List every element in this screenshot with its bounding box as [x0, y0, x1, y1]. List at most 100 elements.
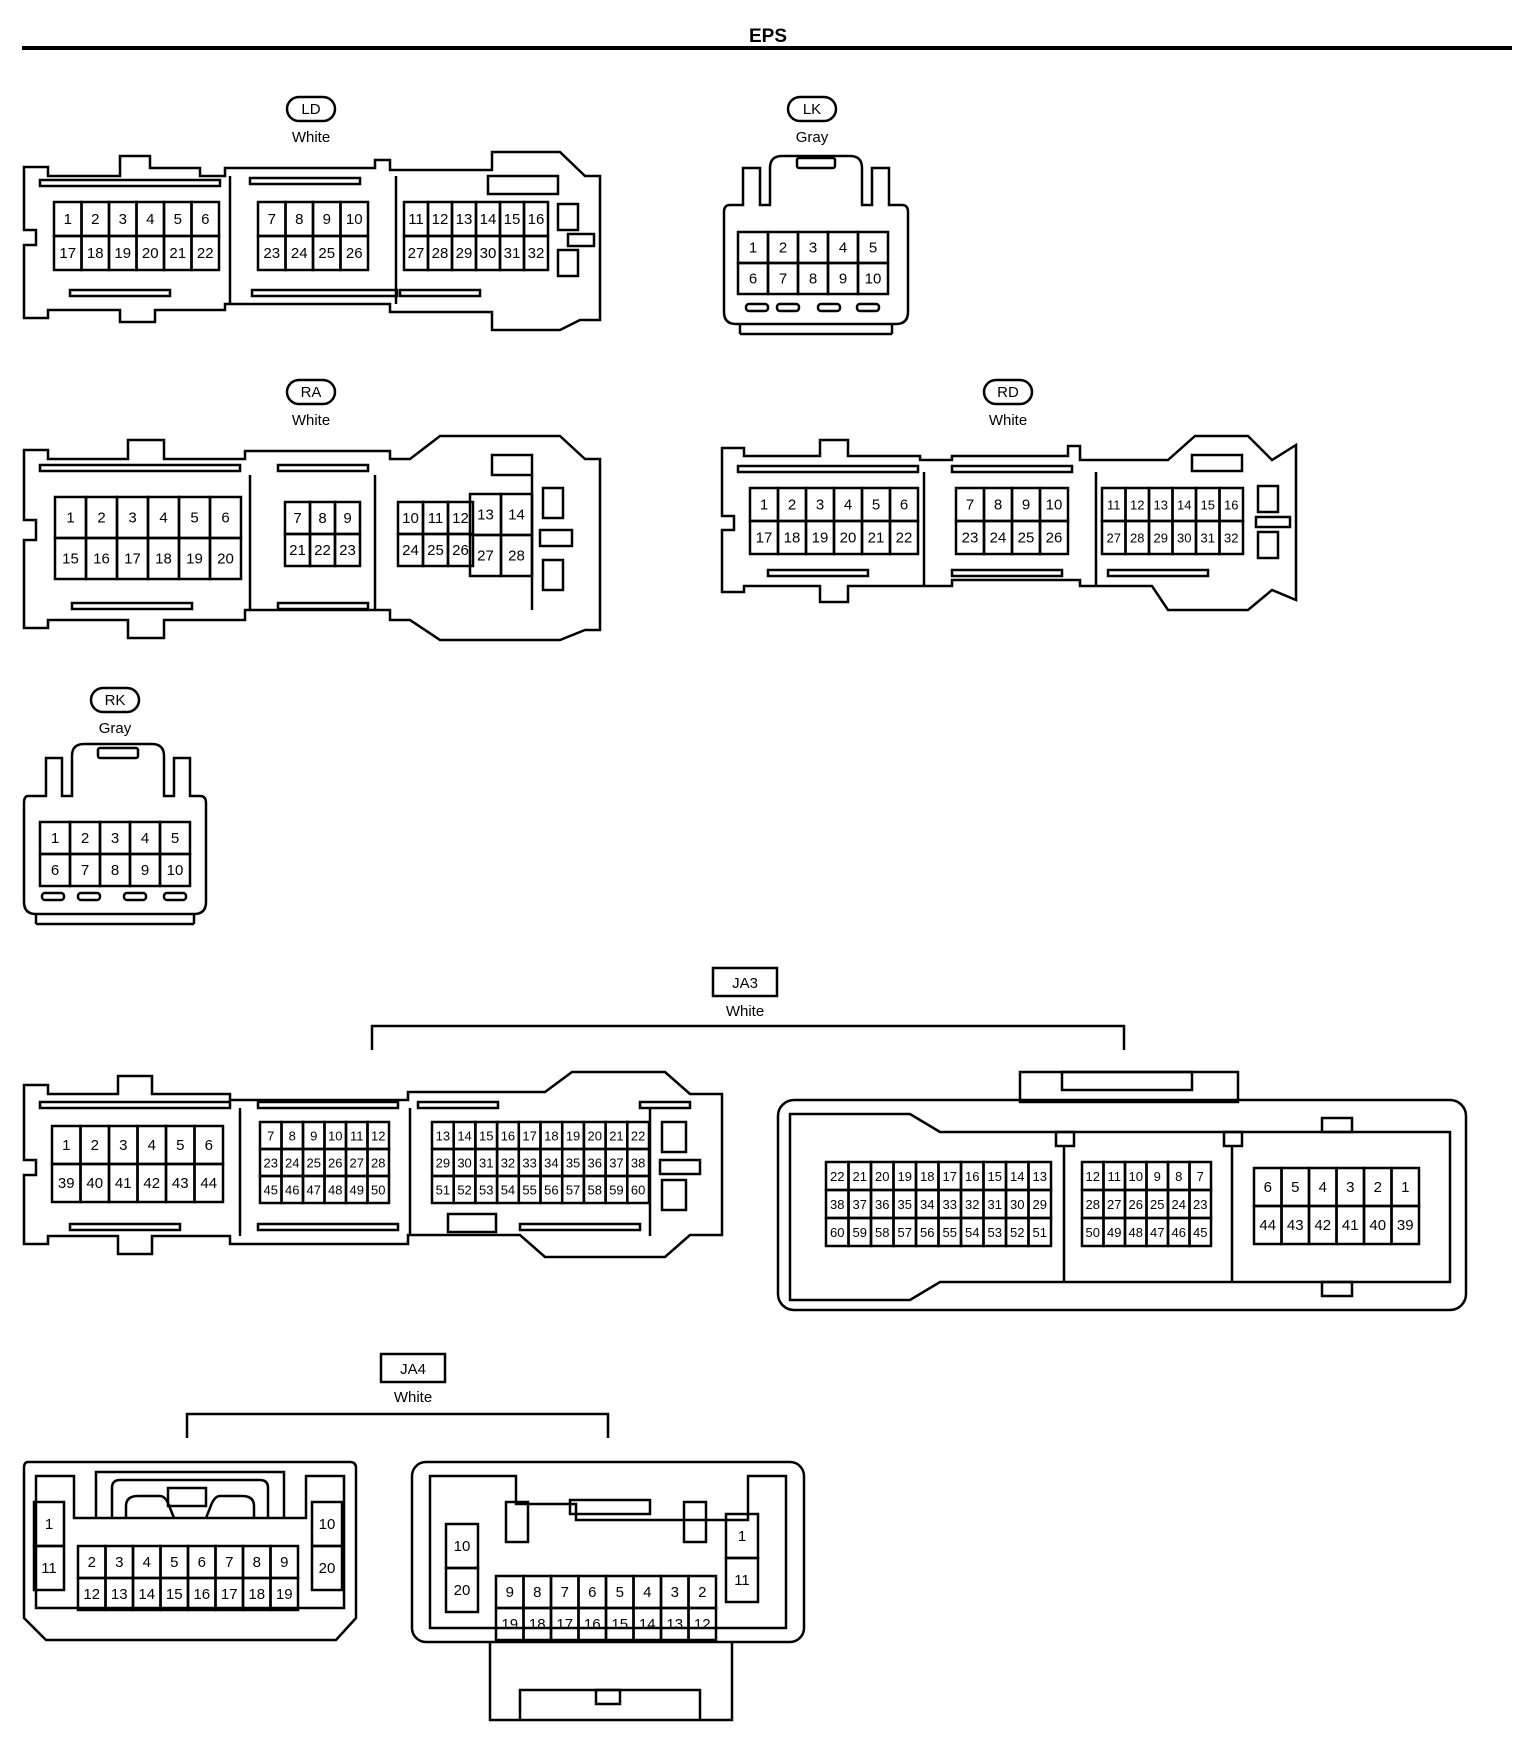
pin-number: 6 — [221, 510, 229, 527]
pin-number: 50 — [371, 1183, 385, 1198]
pin-number: 57 — [898, 1225, 912, 1240]
pin-number: 22 — [896, 530, 913, 547]
pin-number: 48 — [1129, 1225, 1143, 1240]
pin-number: 56 — [920, 1225, 934, 1240]
pin-number: 8 — [994, 497, 1002, 514]
pin-number: 21 — [868, 530, 885, 547]
pin-number: 52 — [457, 1183, 471, 1198]
pin-number: 11 — [734, 1572, 750, 1589]
pin-number: 4 — [146, 211, 154, 228]
pin-number: 20 — [588, 1129, 602, 1144]
pin-number: 6 — [198, 1554, 206, 1571]
pin-number: 39 — [58, 1175, 75, 1192]
pin-number: 31 — [479, 1156, 493, 1171]
pin-number: 7 — [267, 1129, 274, 1144]
pin-number: 36 — [875, 1197, 889, 1212]
pin-number: 3 — [128, 510, 136, 527]
pin-number: 25 — [1150, 1197, 1164, 1212]
connector-housing — [722, 154, 910, 326]
pin-number: 15 — [62, 551, 79, 568]
pin-number: 3 — [111, 830, 119, 847]
pin-number: 3 — [119, 211, 127, 228]
pin-number: 42 — [143, 1175, 160, 1192]
pin-number: 4 — [148, 1137, 156, 1154]
pin-number: 17 — [59, 245, 76, 262]
pin-number: 4 — [643, 1584, 651, 1601]
pin-number: 15 — [166, 1586, 183, 1603]
pin-number: 30 — [480, 245, 497, 262]
pin-number: 20 — [319, 1560, 336, 1577]
pin-cell — [687, 1606, 718, 1642]
pin-number: 2 — [97, 510, 105, 527]
pin-number: 5 — [171, 830, 179, 847]
pin-number: 14 — [508, 507, 525, 524]
connector-code: JA3 — [732, 975, 758, 992]
pin-number: 1 — [760, 497, 768, 514]
pin-number: 56 — [544, 1183, 558, 1198]
pin-number: 45 — [1193, 1225, 1207, 1240]
pin-number: 18 — [248, 1586, 265, 1603]
pin-number: 11 — [41, 1560, 57, 1577]
pin-number: 35 — [566, 1156, 580, 1171]
pin-number: 5 — [872, 497, 880, 514]
pin-number: 15 — [988, 1169, 1002, 1184]
pin-number: 5 — [176, 1137, 184, 1154]
pin-number: 17 — [943, 1169, 957, 1184]
pin-number: 41 — [115, 1175, 132, 1192]
pin-number: 52 — [1010, 1225, 1024, 1240]
pin-number: 14 — [138, 1586, 155, 1603]
pin-number: 27 — [1107, 531, 1121, 546]
pin-number: 14 — [480, 211, 497, 228]
pin-number: 16 — [528, 211, 545, 228]
pin-number: 18 — [784, 530, 801, 547]
pin-cell — [158, 852, 192, 888]
pin-number: 9 — [141, 862, 149, 879]
pin-number: 25 — [318, 245, 335, 262]
pin-number: 4 — [839, 240, 847, 257]
pin-number: 22 — [197, 245, 214, 262]
connector-color: White — [292, 129, 330, 146]
pin-number: 29 — [1154, 531, 1168, 546]
pin-number: 29 — [456, 245, 473, 262]
pin-number: 9 — [323, 211, 331, 228]
pin-number: 23 — [962, 530, 979, 547]
pin-number: 18 — [529, 1616, 546, 1633]
pin-number: 16 — [1224, 498, 1238, 513]
pin-number: 19 — [898, 1169, 912, 1184]
pin-number: 5 — [616, 1584, 624, 1601]
pin-number: 7 — [966, 497, 974, 514]
pin-number: 5 — [174, 211, 182, 228]
pin-cell — [499, 533, 534, 578]
pin-number: 59 — [853, 1225, 867, 1240]
pin-number: 58 — [588, 1183, 602, 1198]
pin-number: 30 — [1177, 531, 1191, 546]
connector-code: RK — [105, 692, 126, 709]
pin-number: 4 — [143, 1554, 151, 1571]
pin-number: 10 — [454, 1538, 471, 1555]
pin-number: 19 — [566, 1129, 580, 1144]
pin-number: 30 — [1010, 1197, 1024, 1212]
pin-number: 53 — [479, 1183, 493, 1198]
pin-number: 24 — [1172, 1197, 1186, 1212]
pin-number: 34 — [920, 1197, 934, 1212]
pin-number: 11 — [350, 1129, 364, 1144]
pin-cell — [366, 1174, 391, 1205]
pin-number: 18 — [920, 1169, 934, 1184]
pin-number: 17 — [756, 530, 773, 547]
pin-number: 1 — [749, 240, 757, 257]
pin-number: 7 — [561, 1584, 569, 1601]
pin-number: 58 — [875, 1225, 889, 1240]
pin-number: 39 — [1397, 1217, 1414, 1234]
pin-number: 24 — [291, 245, 308, 262]
pin-cell — [269, 1576, 300, 1612]
pin-number: 21 — [853, 1169, 867, 1184]
pin-number: 23 — [264, 1156, 278, 1171]
pin-number: 16 — [584, 1616, 601, 1633]
pin-number: 5 — [869, 240, 877, 257]
